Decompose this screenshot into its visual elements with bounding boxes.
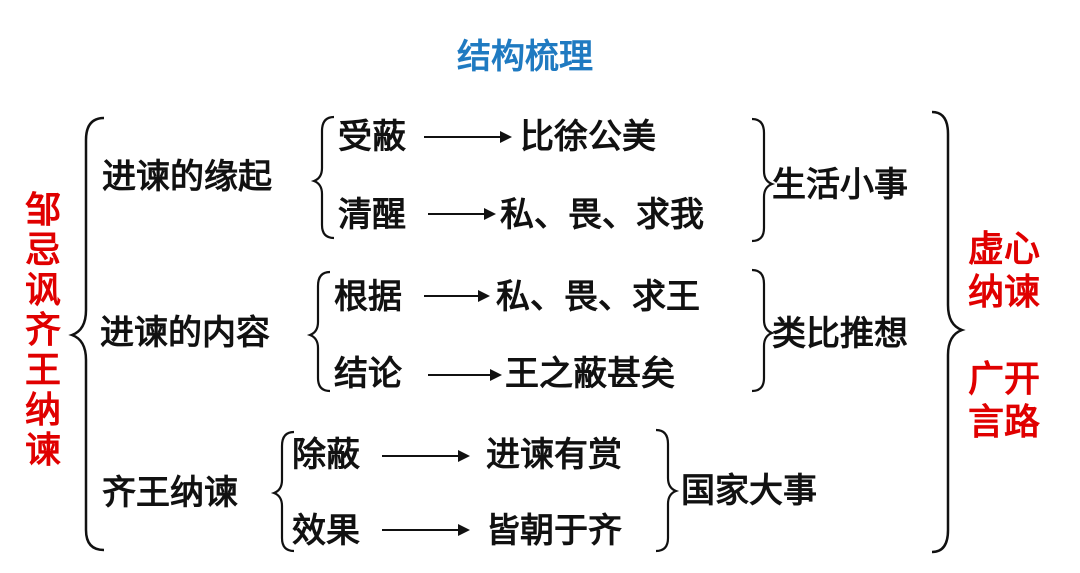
arrow-1: [424, 131, 512, 143]
outer-right-brace: [931, 110, 966, 554]
section2-label: 进谏的内容: [100, 313, 270, 353]
section1-cause-1: 受蔽: [338, 117, 406, 157]
section3-summary: 国家大事: [681, 471, 817, 511]
section3-result-2: 皆朝于齐: [486, 511, 622, 551]
section3-left-brace: [270, 430, 295, 553]
section2-summary: 类比推想: [772, 314, 908, 354]
section2-result-2: 王之蔽甚矣: [505, 354, 675, 394]
section1-cause-2: 清醒: [338, 195, 406, 235]
arrow-6: [382, 524, 470, 536]
section1-result-1: 比徐公美: [520, 117, 656, 157]
section2-left-brace: [306, 270, 331, 393]
right-label-2: 广开言路: [968, 359, 1041, 443]
section1-right-brace: [751, 117, 776, 243]
section3-label: 齐王纳谏: [102, 473, 238, 513]
section1-summary: 生活小事: [772, 165, 908, 205]
section3-cause-2: 效果: [292, 511, 360, 551]
section1-result-2: 私、畏、求我: [500, 195, 704, 235]
section2-cause-1: 根据: [334, 277, 402, 317]
left-topic-label: 邹忌讽齐王纳谏: [24, 190, 61, 471]
section3-right-brace: [655, 428, 680, 553]
section2-result-1: 私、畏、求王: [496, 277, 700, 317]
diagram-title: 结构梳理: [457, 37, 593, 77]
arrow-4: [428, 369, 502, 381]
section2-right-brace: [751, 268, 776, 393]
section1-label: 进谏的缘起: [102, 157, 272, 197]
section1-left-brace: [310, 115, 335, 240]
arrow-3: [424, 290, 490, 302]
arrow-5: [382, 450, 470, 462]
section3-result-1: 进谏有赏: [486, 435, 622, 475]
right-label-1: 虚心纳谏: [968, 229, 1041, 313]
arrow-2: [428, 208, 496, 220]
outer-left-brace: [68, 116, 105, 552]
section3-cause-1: 除蔽: [292, 435, 360, 475]
section2-cause-2: 结论: [334, 354, 402, 394]
